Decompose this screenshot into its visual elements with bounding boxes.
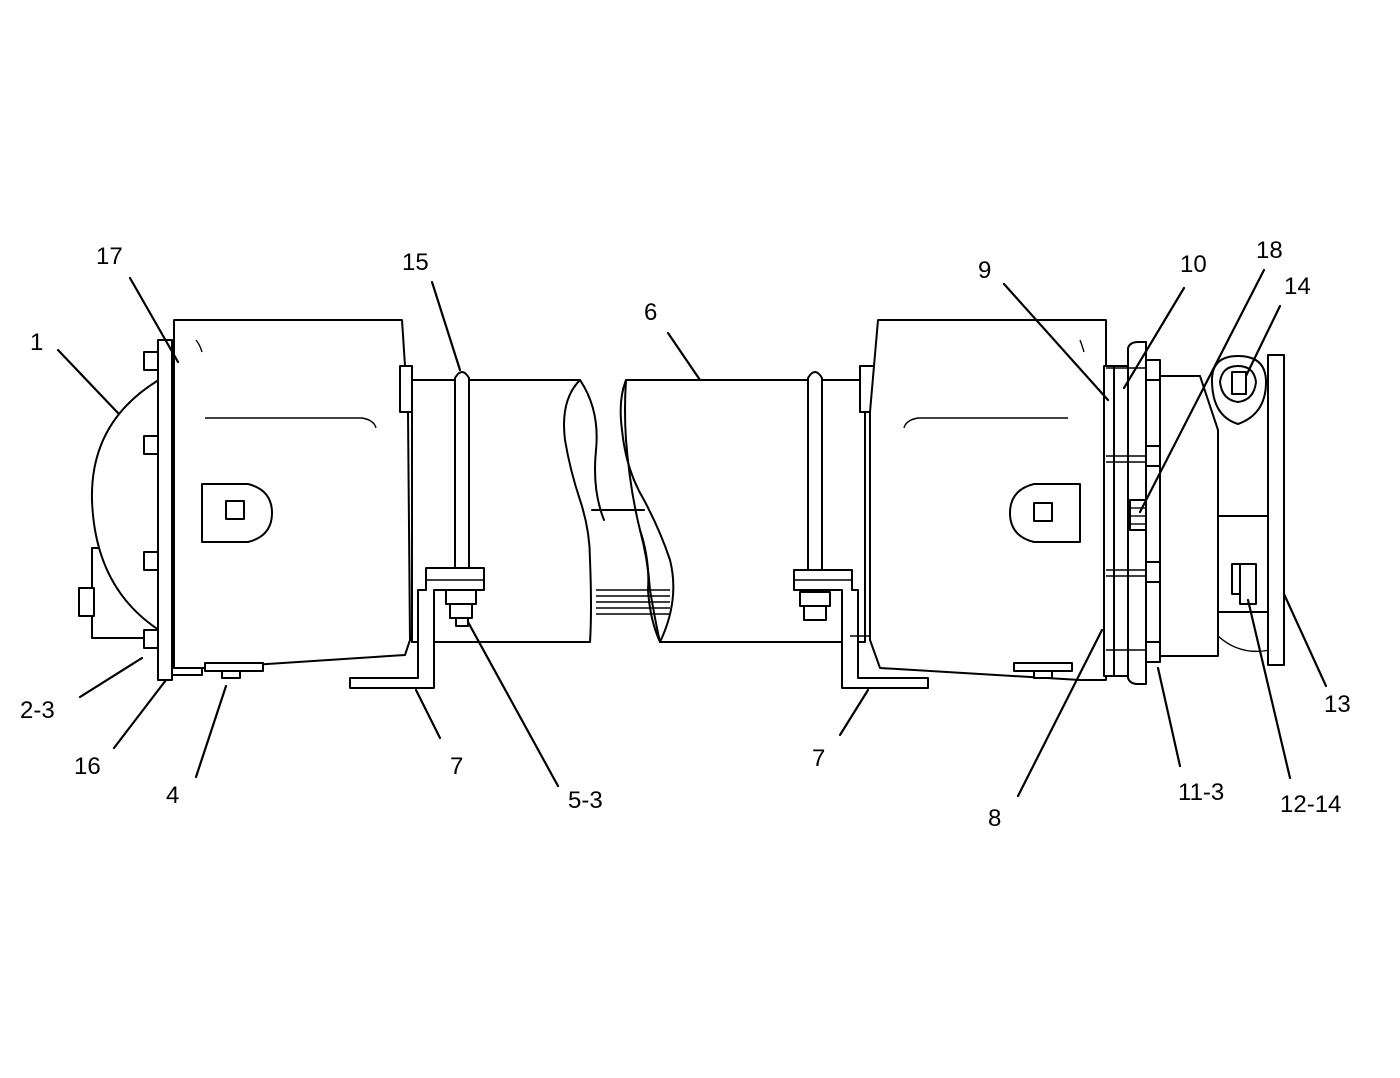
left-u-bolt	[454, 371, 470, 573]
callout-10: 10	[1180, 251, 1207, 278]
right-mounting-bracket	[793, 569, 929, 689]
left-flange-bolts	[143, 351, 159, 649]
callout-11-3: 11-3	[1178, 779, 1224, 806]
left-drain-plug	[204, 662, 264, 679]
gear-reducer	[1159, 354, 1285, 666]
right-drain-plug	[1013, 662, 1073, 679]
callout-16: 16	[74, 753, 101, 780]
tube	[411, 379, 866, 643]
callout-12-14: 12-14	[1280, 791, 1341, 818]
callout-4: 4	[166, 782, 179, 809]
callout-13: 13	[1324, 691, 1351, 718]
callout-7-right: 7	[812, 745, 825, 772]
callout-5-3: 5-3	[568, 787, 603, 814]
right-u-bolt	[807, 371, 823, 573]
end-cover	[78, 377, 163, 639]
callout-14: 14	[1284, 273, 1311, 300]
callout-17: 17	[96, 243, 123, 270]
callout-labels: 1 2-3 4 5-3 6 7 7 8 9 10 11-3 12-14 13 1…	[20, 237, 1351, 832]
callout-18: 18	[1256, 237, 1283, 264]
callout-2-3: 2-3	[20, 697, 55, 724]
callout-7-left: 7	[450, 753, 463, 780]
callout-1: 1	[30, 329, 43, 356]
right-housing	[850, 319, 1107, 681]
right-flange-nuts	[1145, 359, 1161, 663]
left-housing	[173, 319, 430, 669]
callout-6: 6	[644, 299, 657, 326]
callout-8: 8	[988, 805, 1001, 832]
right-flange	[1103, 341, 1147, 685]
callout-9: 9	[978, 257, 991, 284]
left-mounting-bracket	[349, 567, 485, 689]
leader-lines	[56, 268, 1328, 798]
callout-15: 15	[402, 249, 429, 276]
